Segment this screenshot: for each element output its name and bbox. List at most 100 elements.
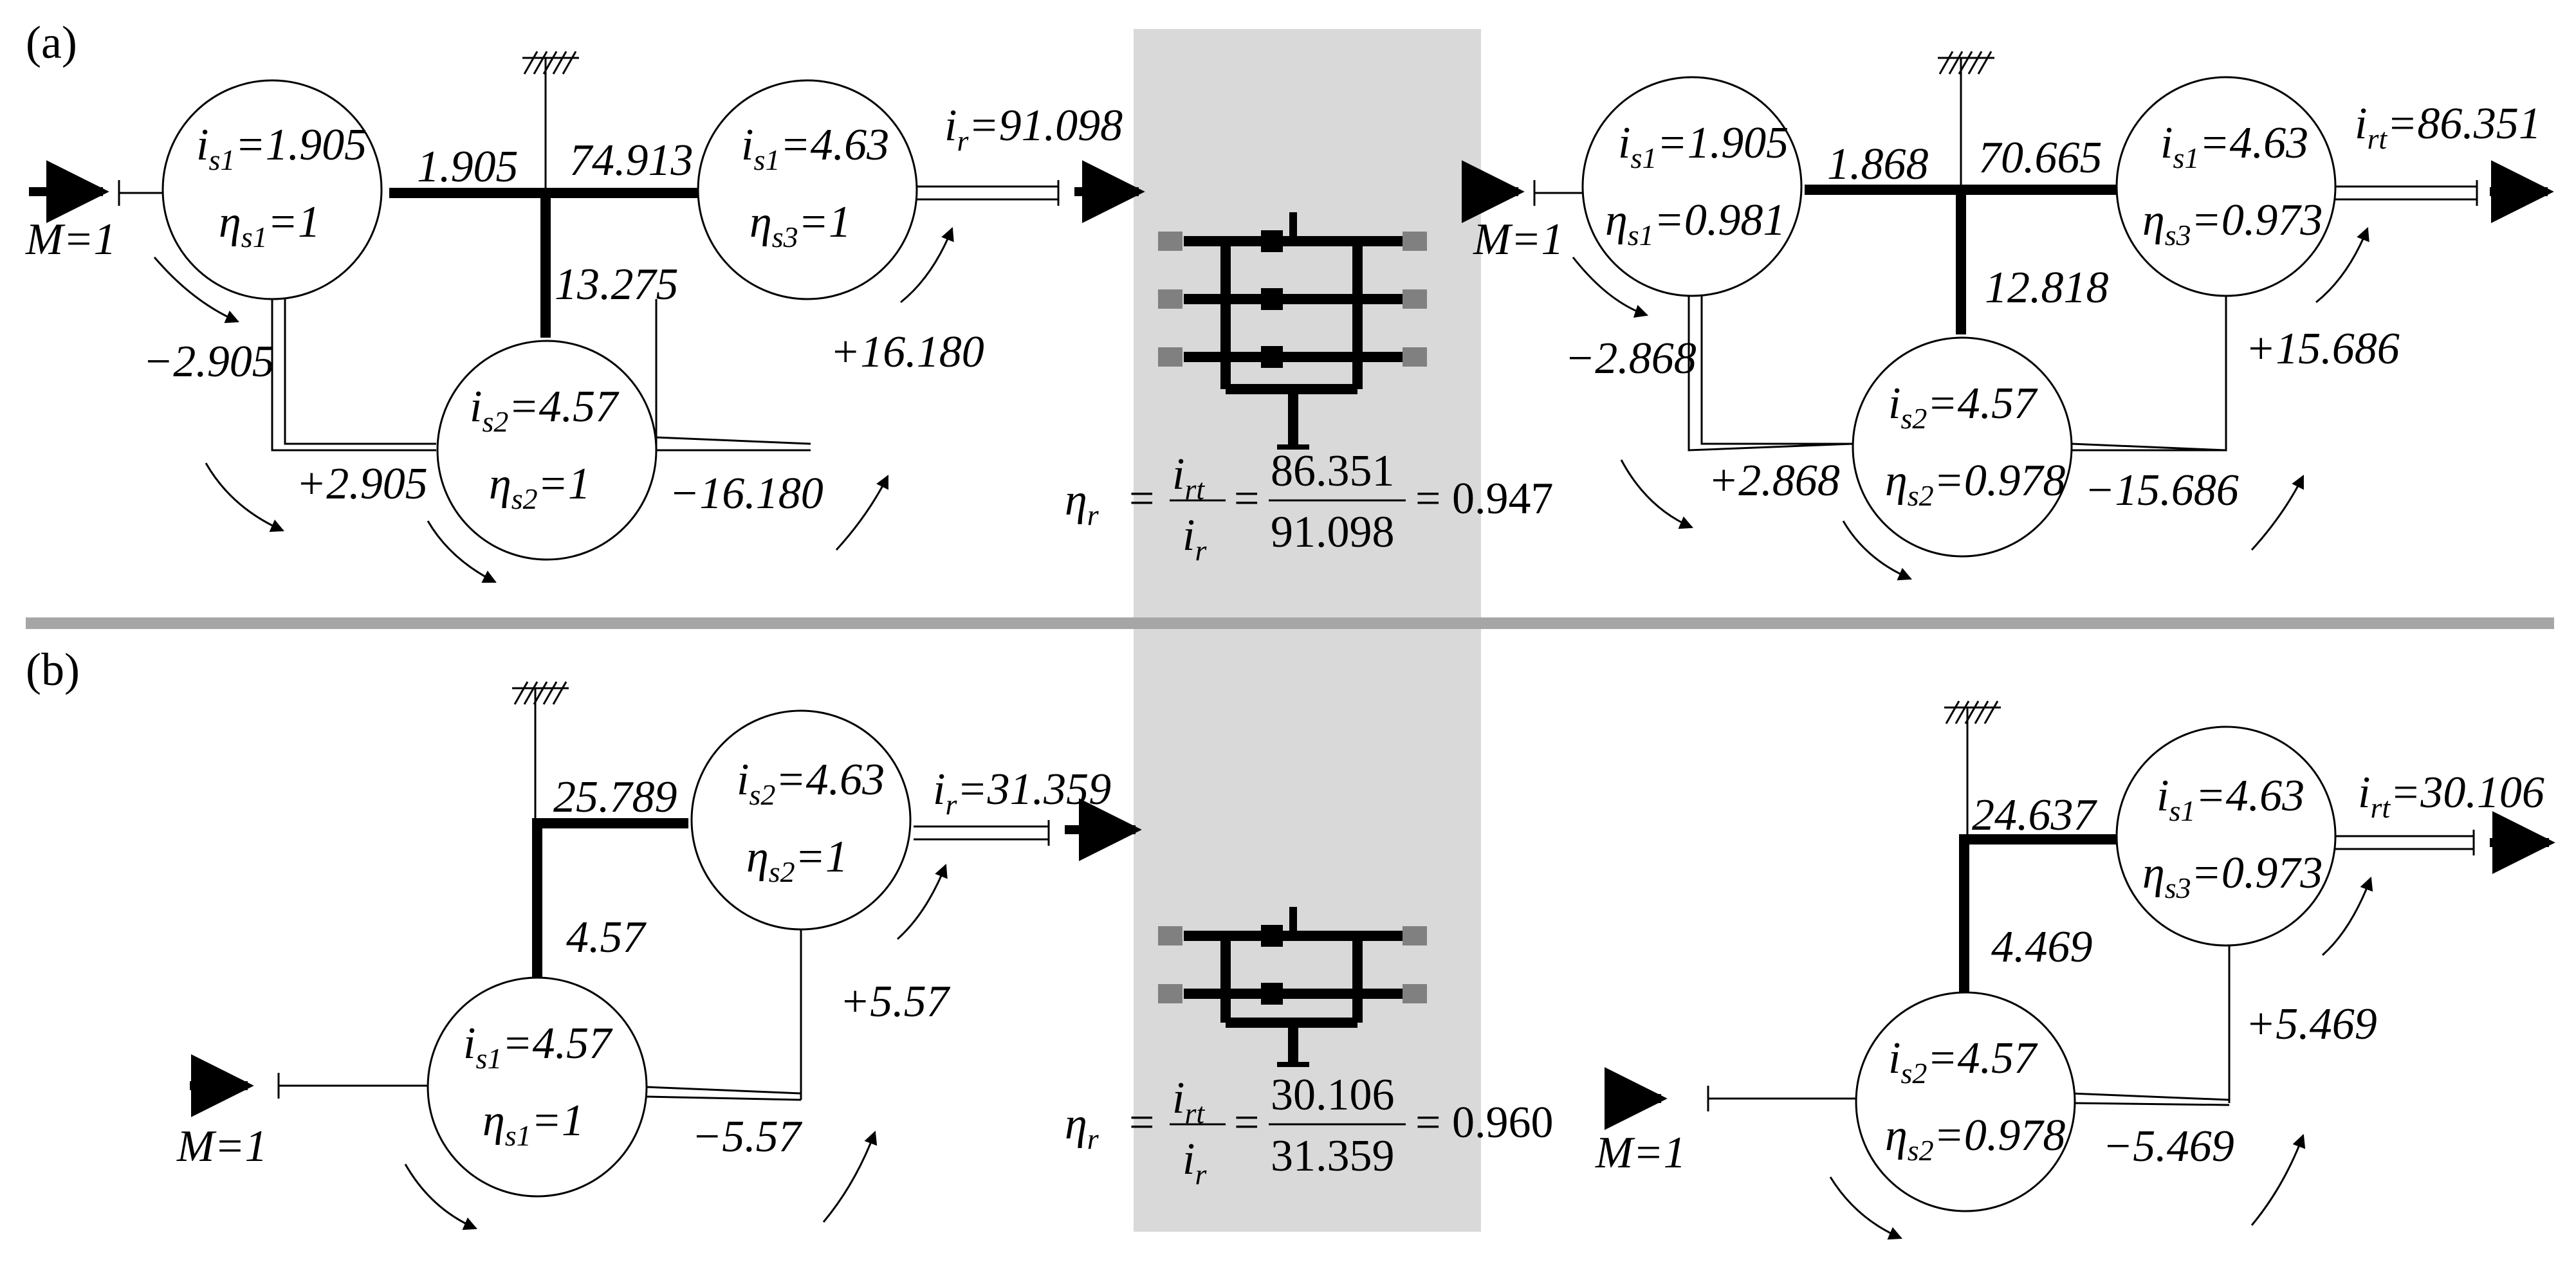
formula-denominator-symbol: ir bbox=[1182, 511, 1207, 567]
gear-circle-1 bbox=[1581, 76, 1803, 297]
formula-equals-2: = bbox=[1234, 1098, 1259, 1147]
gear-circle-2 bbox=[427, 976, 648, 1198]
ring-link-right bbox=[655, 299, 811, 452]
rotation-arrow-icon bbox=[1572, 257, 1648, 318]
shaft-label-1: 1.905 bbox=[417, 142, 519, 192]
formula-equals: = bbox=[1129, 1098, 1154, 1147]
rotation-arrow-icon bbox=[2322, 877, 2373, 956]
gear-circle-2 bbox=[1855, 991, 2076, 1212]
rotation-arrow-icon bbox=[205, 462, 284, 533]
gear-3-ratio: is1=4.63 bbox=[2160, 118, 2308, 174]
rotation-arrow-icon bbox=[1842, 520, 1912, 581]
shaft-label-2: 74.913 bbox=[569, 136, 694, 185]
shaft-label-1: 25.789 bbox=[553, 772, 677, 822]
output-ratio: irt=30.106 bbox=[2358, 768, 2544, 824]
ring-label-3: −16.180 bbox=[669, 469, 823, 518]
rotation-arrow-icon bbox=[427, 520, 497, 583]
gear-circle-1 bbox=[690, 709, 912, 931]
diagram-b-right: M=1 is1=4.63 ηs3=0.973 is2=4.57 ηs2=0.97… bbox=[1595, 700, 2555, 1240]
ring-label-2: +2.868 bbox=[1708, 456, 1840, 506]
shaft-label-3: 13.275 bbox=[555, 260, 679, 309]
formula-result: = 0.960 bbox=[1415, 1098, 1553, 1147]
formula-numerator: 30.106 bbox=[1271, 1070, 1395, 1120]
rotation-arrow-icon bbox=[897, 864, 948, 940]
gear-circle-1 bbox=[2115, 726, 2337, 947]
efficiency-formula-b: ηr = irt ir = 30.106 31.359 = 0.960 bbox=[1065, 1070, 1553, 1191]
input-label: M=1 bbox=[176, 1122, 268, 1171]
gear-1-ratio: is2=4.63 bbox=[737, 755, 885, 811]
ring-label-1: −2.868 bbox=[1565, 334, 1697, 383]
gear-1-efficiency: ηs3=0.973 bbox=[2142, 848, 2323, 904]
ring-label-2: −5.469 bbox=[2102, 1122, 2234, 1171]
formula-denominator-symbol: ir bbox=[1182, 1135, 1207, 1191]
ring-label-1: +5.469 bbox=[2245, 1000, 2377, 1049]
gear-circle-1 bbox=[161, 79, 383, 300]
diagram-a-left: M=1 is1=1.905 ηs1=1 is1=4.63 ηs3=1 is2=4… bbox=[25, 51, 1145, 583]
ground-hatch-icon bbox=[1945, 700, 1999, 724]
gear-3-ratio: is1=4.63 bbox=[741, 120, 889, 176]
rotation-arrow-icon bbox=[1829, 1176, 1902, 1240]
shaft-label-1: 24.637 bbox=[1972, 790, 2098, 840]
output-ratio: ir=91.098 bbox=[944, 101, 1123, 157]
gear-3-efficiency: ηs3=0.973 bbox=[2142, 196, 2323, 251]
diagram-a-right: M=1 is1=1.905 ηs1=0.981 is1=4.63 ηs3=0.9… bbox=[1461, 51, 2554, 581]
ring-label-2: −5.57 bbox=[692, 1112, 803, 1162]
gear-circle-2 bbox=[436, 340, 658, 561]
gear-2-ratio: is2=4.57 bbox=[1888, 1034, 2038, 1090]
output-ratio: irt=86.351 bbox=[2355, 99, 2541, 155]
gear-2-efficiency: ηs1=1 bbox=[483, 1096, 584, 1152]
gear-3-efficiency: ηs3=1 bbox=[750, 197, 851, 253]
rotation-arrow-icon bbox=[404, 1164, 477, 1230]
gear-2-efficiency: ηs2=0.978 bbox=[1885, 1111, 2065, 1167]
gear-2-ratio: is1=4.57 bbox=[463, 1019, 613, 1075]
gear-1-efficiency: ηs1=0.981 bbox=[1605, 196, 1785, 251]
formula-denominator: 91.098 bbox=[1271, 507, 1395, 557]
shaft-label-1: 1.868 bbox=[1827, 140, 1929, 189]
panel-divider bbox=[26, 617, 2554, 629]
input-label: M=1 bbox=[1473, 215, 1564, 264]
ring-label-1: +5.57 bbox=[840, 977, 951, 1027]
rotation-arrow-icon bbox=[2250, 475, 2305, 551]
ring-link-left-inner bbox=[284, 299, 436, 445]
formula-equals-2: = bbox=[1234, 474, 1259, 524]
gear-1-ratio: is1=4.63 bbox=[2157, 771, 2305, 827]
diagram-b-left: M=1 is2=4.63 ηs2=1 is1=4.57 ηs1=1 ir=31.… bbox=[176, 681, 1142, 1230]
input-label: M=1 bbox=[1595, 1128, 1686, 1178]
gear-2-efficiency: ηs2=0.978 bbox=[1885, 456, 2065, 512]
ring-link-right-inner bbox=[656, 436, 811, 445]
ground-hatch-icon bbox=[523, 51, 577, 75]
gear-1-ratio: is1=1.905 bbox=[1618, 118, 1789, 174]
efficiency-formula-a: ηr = irt ir = 86.351 91.098 = 0.947 bbox=[1065, 446, 1553, 567]
input-label: M=1 bbox=[25, 215, 116, 264]
formula-denominator: 31.359 bbox=[1271, 1131, 1395, 1181]
gear-1-efficiency: ηs1=1 bbox=[219, 197, 320, 253]
gearbox-schematic-a bbox=[1158, 212, 1427, 450]
gear-2-ratio: is2=4.57 bbox=[470, 382, 620, 438]
shaft-label-2: 70.665 bbox=[1978, 133, 2102, 183]
ground-hatch-icon bbox=[513, 681, 567, 705]
rotation-arrow-icon bbox=[822, 1131, 878, 1223]
ring-link-left bbox=[271, 299, 436, 452]
gear-circle-3 bbox=[697, 79, 918, 300]
ring-label-1: −2.905 bbox=[143, 337, 275, 387]
shaft-label-2: 4.57 bbox=[566, 913, 647, 962]
rotation-arrow-icon bbox=[153, 257, 239, 324]
ring-label-3: −15.686 bbox=[2084, 466, 2239, 515]
gear-2-efficiency: ηs2=1 bbox=[489, 459, 591, 515]
rotation-arrow-icon bbox=[900, 227, 954, 304]
rotation-arrow-icon bbox=[835, 475, 889, 551]
gear-circle-2 bbox=[1852, 336, 2073, 558]
rotation-arrow-icon bbox=[2315, 227, 2369, 304]
ground-hatch-icon bbox=[1938, 51, 1992, 75]
ring-label-2: +2.905 bbox=[296, 459, 428, 509]
formula-result: = 0.947 bbox=[1415, 474, 1553, 524]
shaft-label-2: 4.469 bbox=[1991, 922, 2093, 972]
ring-label-4: +16.180 bbox=[830, 327, 984, 377]
panel-label-b: (b) bbox=[26, 644, 80, 695]
gear-1-ratio: is1=1.905 bbox=[196, 120, 367, 176]
ring-label-4: +15.686 bbox=[2245, 324, 2400, 374]
gear-circle-3 bbox=[2115, 76, 2337, 297]
rotation-arrow-icon bbox=[1620, 459, 1693, 529]
gear-2-ratio: is2=4.57 bbox=[1888, 379, 2038, 435]
